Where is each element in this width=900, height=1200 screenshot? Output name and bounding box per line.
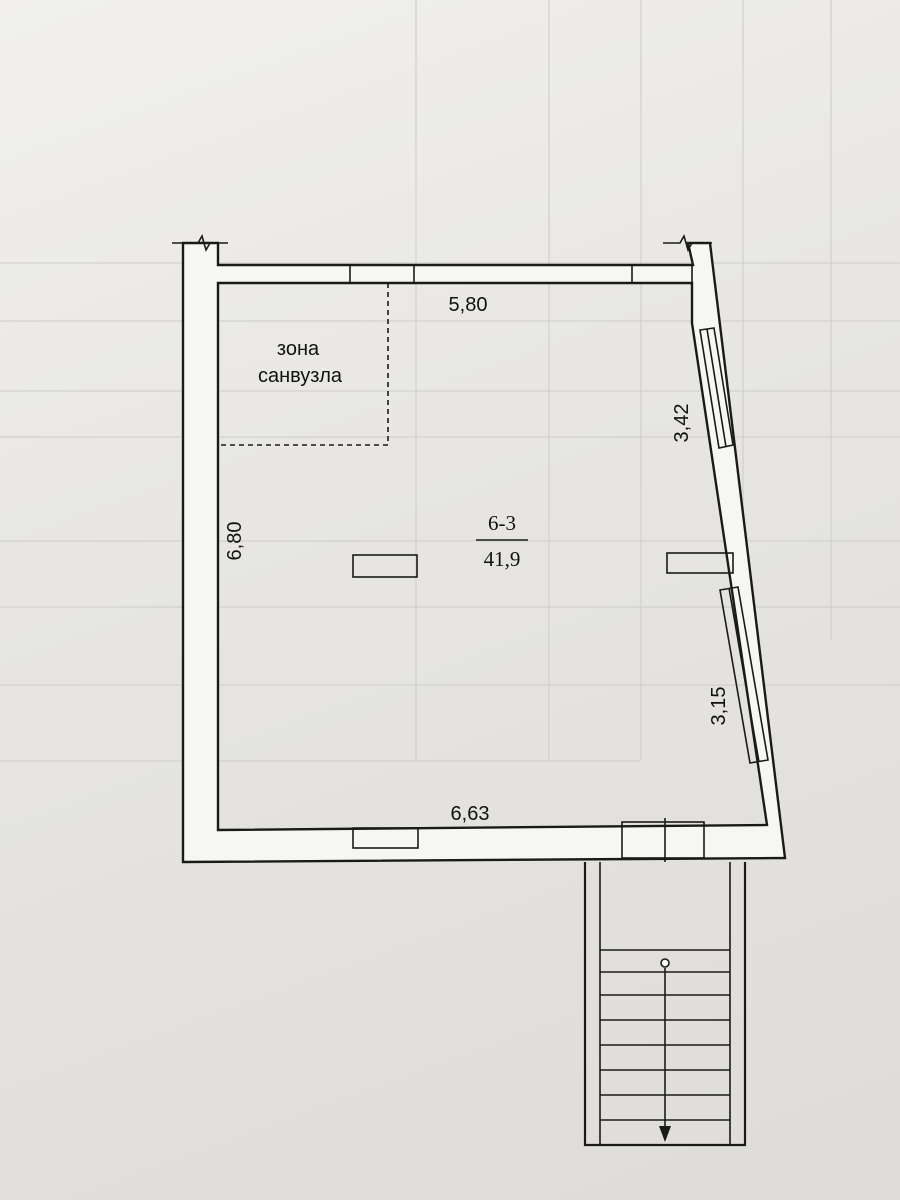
ghost-table-line	[0, 760, 640, 762]
entrance-door	[621, 821, 705, 859]
top-opening	[631, 264, 693, 284]
ghost-table-line	[742, 0, 744, 640]
ghost-table-line	[0, 606, 900, 608]
right-window-lower	[719, 586, 769, 764]
ghost-table-line	[0, 684, 900, 686]
ghost-table-line	[640, 0, 642, 760]
ghost-table-line	[0, 540, 900, 542]
bottom-window	[352, 827, 419, 849]
interior-element	[352, 554, 418, 578]
top-window	[349, 264, 415, 284]
zone-label-line1: зона	[277, 338, 320, 360]
ghost-table-line	[0, 320, 900, 322]
stair-start-marker	[660, 958, 670, 968]
ghost-table-line	[0, 390, 900, 392]
right-window-upper	[699, 327, 734, 449]
ghost-table-line	[415, 0, 417, 760]
dimension-bottom: 6,63	[451, 803, 490, 825]
sanitary-zone-outline	[218, 283, 389, 446]
zone-label-line2: санвузла	[258, 365, 343, 387]
room-number: 6-3	[488, 511, 516, 535]
ghost-table-line	[548, 0, 550, 760]
outer-wall	[181, 241, 787, 864]
right-window-upper-sash	[706, 328, 727, 448]
ghost-table-line	[0, 262, 900, 264]
right-pier	[666, 552, 734, 574]
dimension-right-upper: 3,42	[671, 404, 693, 443]
break-mark-left	[172, 233, 228, 253]
dimension-right-lower: 3,15	[708, 687, 730, 726]
right-window-lower-sash	[728, 587, 760, 763]
ghost-table-line	[830, 0, 832, 640]
room-area: 41,9	[484, 547, 521, 571]
staircase	[583, 862, 747, 1147]
ghost-table-line	[0, 436, 900, 438]
dimension-top: 5,80	[449, 294, 488, 316]
dimension-left: 6,80	[224, 522, 246, 561]
stair-arrowhead	[659, 1126, 671, 1142]
break-mark-right	[663, 233, 712, 253]
